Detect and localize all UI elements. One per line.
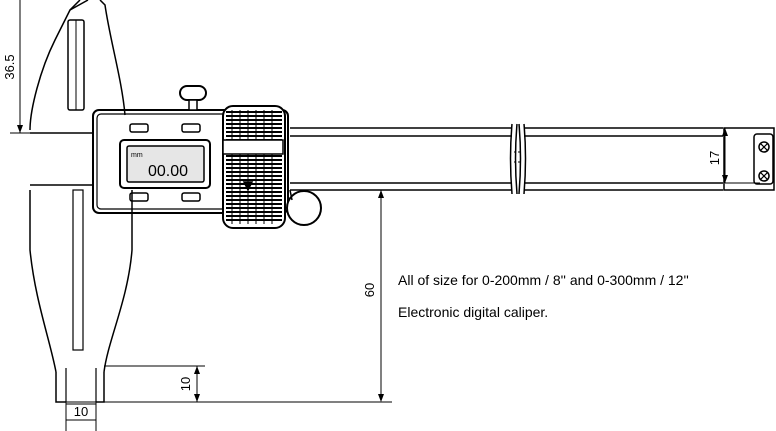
roller-wheel bbox=[286, 189, 322, 226]
dimension-label-tip-width: 10 bbox=[74, 404, 88, 419]
dimension-label-tip-height: 10 bbox=[178, 377, 193, 391]
dimension-labels: 36.5 17 60 10 10 bbox=[2, 54, 722, 419]
main-beam bbox=[290, 123, 723, 195]
caption-description: Electronic digital caliper. bbox=[398, 304, 549, 320]
dimension-lines bbox=[10, 0, 760, 431]
lock-screw bbox=[179, 85, 207, 111]
dimension-label-depth: 60 bbox=[362, 283, 377, 297]
display-unit: mm bbox=[131, 152, 143, 159]
beam-left-section bbox=[30, 132, 94, 186]
display-reading: 00.00 bbox=[148, 163, 188, 180]
beam-end-cap bbox=[723, 127, 775, 191]
thumb-wheel bbox=[222, 105, 286, 229]
lcd-display bbox=[119, 139, 211, 189]
dimension-label-jaw-height: 36.5 bbox=[2, 54, 17, 79]
caption-size-range: All of size for 0-200mm / 8'' and 0-300m… bbox=[398, 272, 689, 288]
dimension-arrows bbox=[17, 125, 728, 402]
dimension-label-beam-width: 17 bbox=[707, 151, 722, 165]
display-labels: mm 00.00 bbox=[131, 152, 188, 180]
fixed-jaw bbox=[29, 0, 133, 403]
